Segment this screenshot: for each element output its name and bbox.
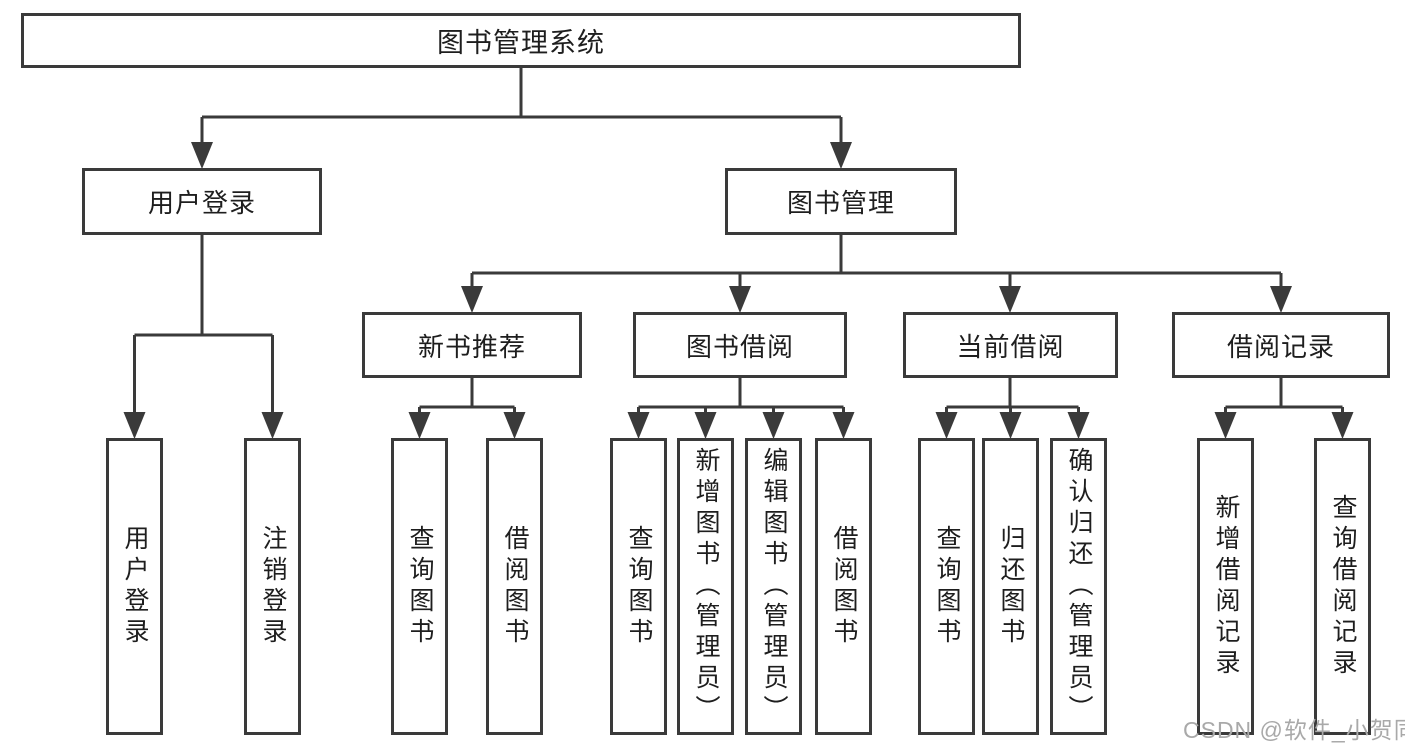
node-new-book-recommend: 新书推荐 <box>362 312 582 378</box>
leaf-return-books: 归还图书 <box>982 438 1039 735</box>
leaf-edit-book-admin: 编辑图书（管理员） <box>745 438 802 735</box>
leaf-query-books-borrow-label: 查询图书 <box>625 524 653 649</box>
leaf-query-books-recommend-label: 查询图书 <box>406 524 434 649</box>
leaf-query-books-current: 查询图书 <box>918 438 975 735</box>
leaf-user-login: 用户登录 <box>106 438 163 735</box>
leaf-borrow-books-recommend-label: 借阅图书 <box>501 524 529 649</box>
leaf-query-books-recommend: 查询图书 <box>391 438 448 735</box>
node-book-borrow: 图书借阅 <box>633 312 847 378</box>
node-current-borrow: 当前借阅 <box>903 312 1118 378</box>
leaf-borrow-books-label: 借阅图书 <box>830 524 858 649</box>
leaf-query-books-borrow: 查询图书 <box>610 438 667 735</box>
leaf-edit-book-admin-label: 编辑图书（管理员） <box>760 447 788 726</box>
leaf-logout-label: 注销登录 <box>259 524 287 649</box>
node-book-management: 图书管理 <box>725 168 957 235</box>
leaf-confirm-return-admin: 确认归还（管理员） <box>1050 438 1107 735</box>
node-borrow-records: 借阅记录 <box>1172 312 1390 378</box>
leaf-borrow-books-recommend: 借阅图书 <box>486 438 543 735</box>
leaf-logout: 注销登录 <box>244 438 301 735</box>
leaf-confirm-return-admin-label: 确认归还（管理员） <box>1065 447 1093 726</box>
leaf-add-borrow-record: 新增借阅记录 <box>1197 438 1254 735</box>
leaf-query-books-current-label: 查询图书 <box>933 524 961 649</box>
leaf-add-book-admin-label: 新增图书（管理员） <box>692 447 720 726</box>
node-library-system: 图书管理系统 <box>21 13 1021 68</box>
leaf-borrow-books: 借阅图书 <box>815 438 872 735</box>
csdn-watermark: CSDN @软件_小贺同学 <box>1183 717 1405 743</box>
leaf-user-login-label: 用户登录 <box>121 524 149 649</box>
leaf-add-book-admin: 新增图书（管理员） <box>677 438 734 735</box>
node-user-login: 用户登录 <box>82 168 322 235</box>
leaf-add-borrow-record-label: 新增借阅记录 <box>1212 493 1240 680</box>
leaf-return-books-label: 归还图书 <box>997 524 1025 649</box>
leaf-query-borrow-record: 查询借阅记录 <box>1314 438 1371 735</box>
leaf-query-borrow-record-label: 查询借阅记录 <box>1329 493 1357 680</box>
